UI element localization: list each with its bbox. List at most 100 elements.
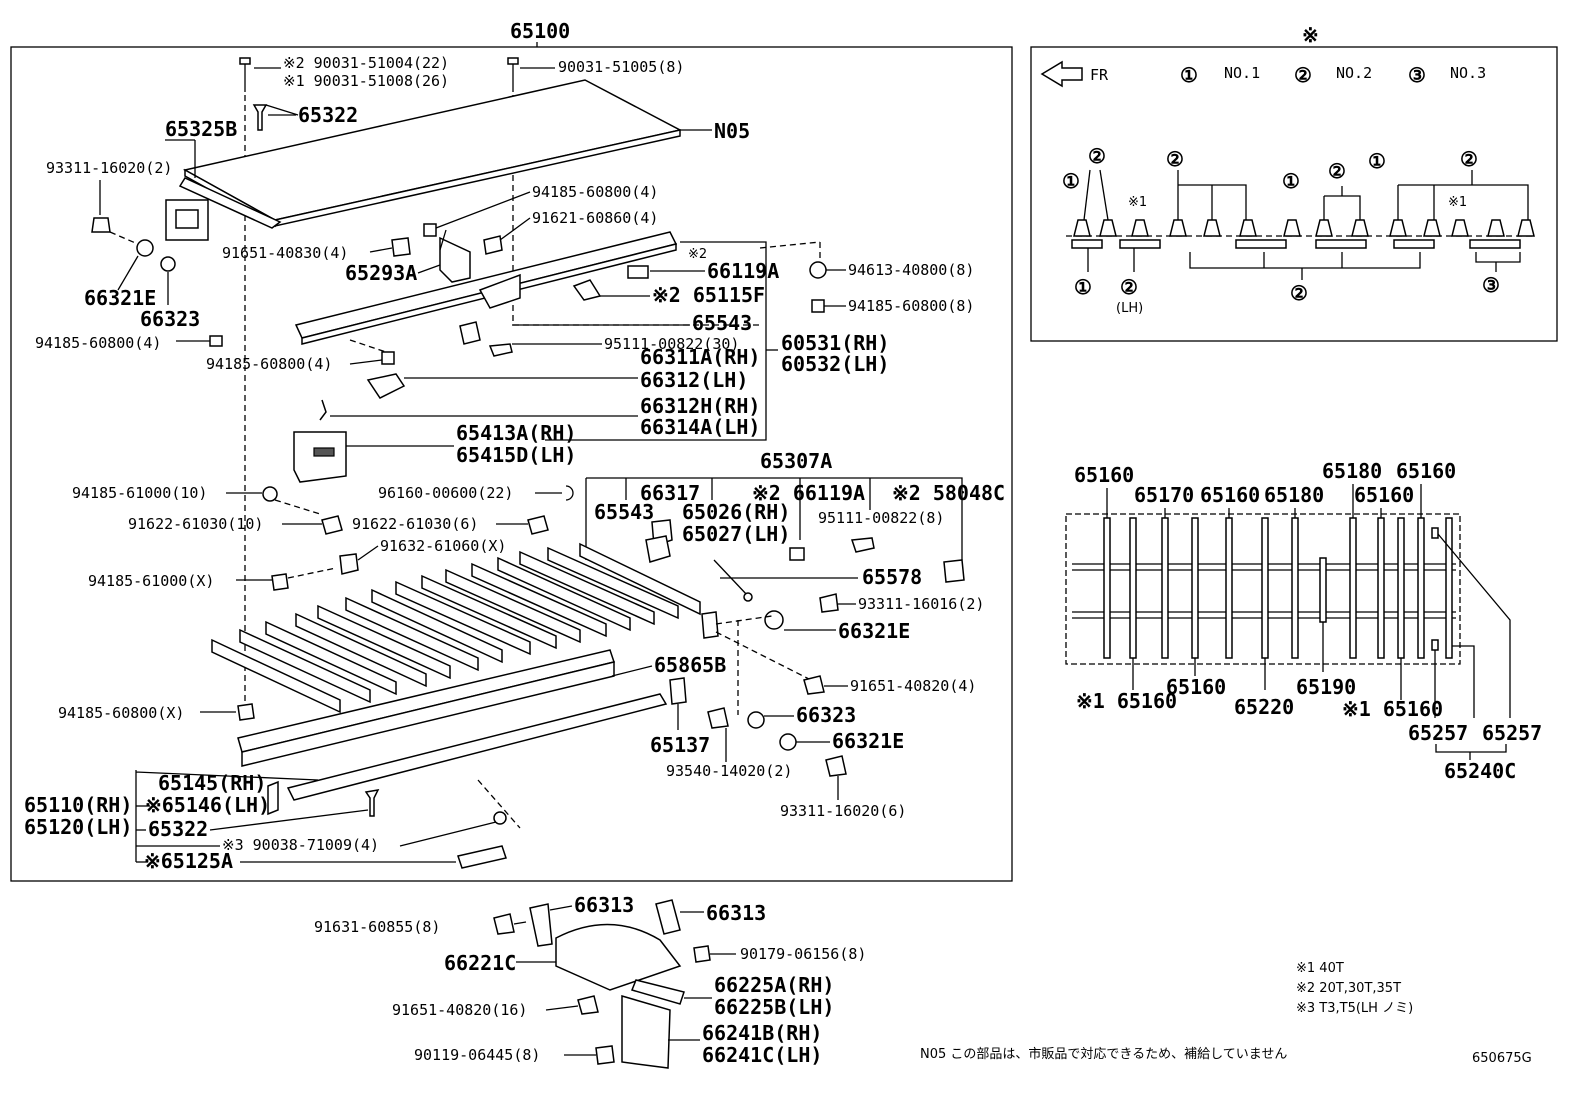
label-90119-06445: 90119-06445(8): [414, 1046, 540, 1064]
bolt-91632: [339, 553, 359, 575]
label-65543-top: 65543: [692, 311, 752, 335]
screw-65322: [252, 104, 296, 131]
bolt-91622-b: [527, 515, 549, 535]
front-arrow-icon: [1040, 60, 1083, 88]
label-65026: 65026(RH): [682, 500, 790, 524]
legend-label-1: NO.1: [1224, 64, 1260, 82]
plate-65413A: [293, 431, 347, 483]
inset-callout-1d: ①: [1074, 275, 1092, 299]
bolt-91622-a: [321, 515, 343, 535]
label-91651-40820-4: 91651-40820(4): [850, 677, 976, 695]
washer-66323-a: [160, 256, 176, 272]
label-93311-16016: 93311-16016(2): [858, 595, 984, 613]
label-66225B: 66225B(LH): [714, 995, 834, 1019]
label-66312: 66312(LH): [640, 368, 748, 392]
label-66321E-a: 66321E: [84, 286, 156, 310]
label-96160-00600: 96160-00600(22): [378, 484, 513, 502]
label-66313-a: 66313: [574, 893, 634, 917]
label-94185-60800-4-a: 94185-60800(4): [35, 334, 161, 352]
assembly-number: 65100: [510, 19, 570, 43]
hook-66312H: [319, 399, 327, 421]
inset-callout-2a: ②: [1088, 144, 1106, 168]
inset-callout-2d: ②: [1460, 147, 1478, 171]
floor-layout-inset: [1065, 513, 1461, 665]
legend-num-3: ③: [1408, 63, 1426, 87]
label-65145: 65145(RH): [158, 771, 266, 795]
label-90031-51004: ※2 90031-51004(22): [283, 54, 449, 72]
legend-label-3: NO.3: [1450, 64, 1486, 82]
label-93540-14020: 93540-14020(2): [666, 762, 792, 780]
floor-bot-label-8: 65240C: [1444, 759, 1516, 783]
label-65322-bot: 65322: [148, 817, 208, 841]
inset-callout-1c: ①: [1368, 149, 1386, 173]
label-91651-40820-16: 91651-40820(16): [392, 1001, 527, 1019]
label-90038-71009: ※3 90038-71009(4): [222, 836, 379, 854]
label-65322-top: 65322: [298, 103, 358, 127]
label-66314A: 66314A(LH): [640, 415, 760, 439]
floor-top-label-7: 65160: [1396, 459, 1456, 483]
bolt-91621: [483, 235, 503, 255]
strip-65325B: [165, 139, 282, 229]
label-91622-61030-10: 91622-61030(10): [128, 515, 263, 533]
floor-top-label-4: 65180: [1264, 483, 1324, 507]
label-66119A-note: ※2: [688, 247, 707, 262]
bolt-91651-40820-16: [577, 995, 599, 1015]
label-66225A: 66225A(RH): [714, 973, 834, 997]
inset-note-1b: ※1: [1448, 195, 1467, 210]
label-91632-61060: 91632-61060(X): [380, 537, 506, 555]
bolt-90119: [595, 1045, 615, 1065]
fr-label: FR: [1090, 66, 1109, 84]
inset-callout-1b: ①: [1282, 169, 1300, 193]
label-65325B: 65325B: [165, 117, 237, 141]
label-65027: 65027(LH): [682, 522, 790, 546]
label-60532: 60532(LH): [781, 352, 889, 376]
legend-num-1: ①: [1180, 63, 1198, 87]
floor-bot-label-3: 65220: [1234, 695, 1294, 719]
inset-lh: (LH): [1116, 301, 1143, 316]
label-66119A-top: 66119A: [707, 259, 779, 283]
label-66323-b: 66323: [796, 703, 856, 727]
floor-panel-N05: [182, 79, 712, 228]
label-95111-00822-30: 95111-00822(30): [604, 335, 739, 353]
fender-66221C: [555, 923, 682, 991]
floor-top-label-6: 65160: [1354, 483, 1414, 507]
clip-65115F: [572, 279, 602, 301]
nut-90179: [693, 945, 711, 963]
bracket-65026: [645, 535, 671, 563]
nut-94185-c: [381, 351, 395, 365]
label-65415D: 65415D(LH): [456, 443, 576, 467]
pin-95111-b: [850, 537, 875, 553]
plate-66119A: [627, 265, 649, 279]
inset-callout-2f: ②: [1290, 281, 1308, 305]
label-66321E-b: 66321E: [838, 619, 910, 643]
label-N05: N05: [714, 119, 750, 143]
label-66313-b: 66313: [706, 901, 766, 925]
floor-bot-label-4: 65190: [1296, 675, 1356, 699]
label-66323-a: 66323: [140, 307, 200, 331]
floor-top-label-1: 65160: [1074, 463, 1134, 487]
label-91631-60855: 91631-60855(8): [314, 918, 440, 936]
label-91651-40830: 91651-40830(4): [222, 244, 348, 262]
pin-95111-00822: [488, 343, 513, 357]
label-66311A: 66311A(RH): [640, 345, 760, 369]
floor-bot-label-1: ※1 65160: [1076, 689, 1177, 713]
inset-crossmember-layout: [1030, 46, 1558, 342]
clip-96160: [565, 485, 574, 501]
label-66321E-c: 66321E: [832, 729, 904, 753]
bolt-91651-40830: [391, 237, 411, 257]
crossmembers: [211, 542, 701, 714]
nut-94185-60800-X: [237, 703, 255, 721]
nut-94185-d: [811, 299, 825, 313]
hinge-bracket: [165, 199, 209, 241]
bracket-66313-b: [655, 899, 681, 935]
label-94185-60800-4-c: 94185-60800(4): [206, 355, 332, 373]
label-90031-51008: ※1 90031-51008(26): [283, 72, 449, 90]
washer-94613: [809, 261, 827, 279]
bolt-93311-a: [91, 217, 111, 233]
label-94185-60800-4-b: 94185-60800(4): [532, 183, 658, 201]
floor-bot-label-2: 65160: [1166, 675, 1226, 699]
label-66317: 66317: [640, 481, 700, 505]
legend-num-2: ②: [1294, 63, 1312, 87]
bolt-93311-16020-6: [825, 755, 847, 777]
label-60531: 60531(RH): [781, 331, 889, 355]
